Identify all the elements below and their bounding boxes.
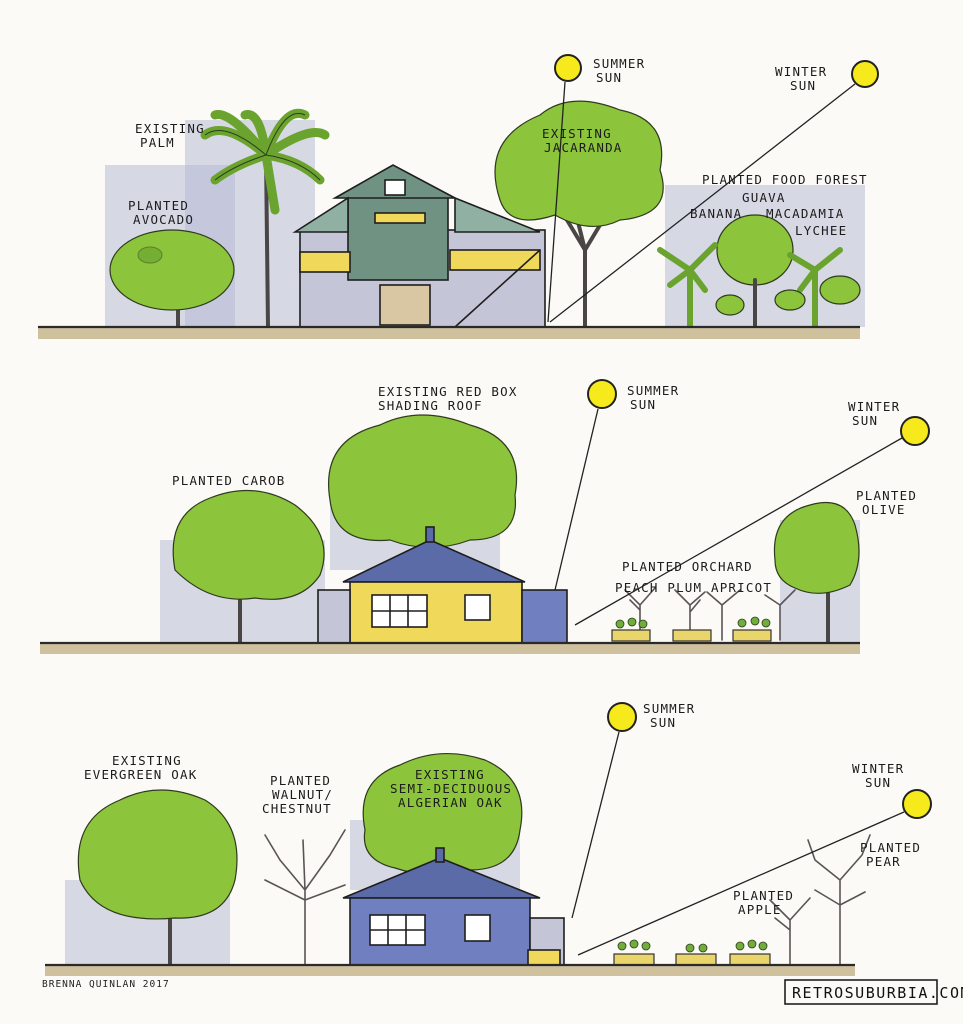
avocado-tree-icon [109,229,235,329]
artist-credit: BRENNA QUINLAN 2017 [42,979,170,990]
planter-icon [732,629,772,642]
house-icon [342,847,565,966]
algerian-oak-icon [362,753,523,876]
label-banana: BANANA [690,206,742,221]
house-icon [292,164,546,328]
apple-tree-icon [769,897,811,966]
planter-icon [672,629,712,642]
sun-icon [900,416,930,446]
planter-icon [611,629,651,642]
planter-icon [613,953,655,966]
sun-icon [607,702,637,732]
sun-icon [902,789,932,819]
evergreen-oak-icon [77,789,238,967]
walnut-chestnut-tree-icon [264,829,346,966]
sun-icon [587,379,617,409]
label-lychee: LYCHEE [795,223,847,238]
carob-tree-icon [172,489,325,645]
sun-icon [851,60,879,88]
food-forest-icon [657,214,861,330]
sun-icon [554,54,582,82]
planter-icon [675,953,717,966]
label-planted-carob: PLANTED CAROB [172,473,285,488]
site-badge-border [784,979,938,1005]
olive-tree-icon [773,501,860,645]
planter-icon [729,953,771,966]
label-peach-plum-apricot: PEACH PLUM APRICOT [615,580,772,595]
label-macadamia: MACADAMIA [766,206,845,221]
palm-icon [200,109,330,329]
label-planted-food-forest: PLANTED FOOD FOREST [702,172,868,187]
pear-tree-icon [807,834,871,966]
house-icon [317,526,568,644]
site-url[interactable]: RETROSUBURBIA.COM [792,984,963,1002]
orchard-icon [611,587,796,642]
label-planted-orchard: PLANTED ORCHARD [622,559,753,574]
label-guava: GUAVA [742,190,786,205]
